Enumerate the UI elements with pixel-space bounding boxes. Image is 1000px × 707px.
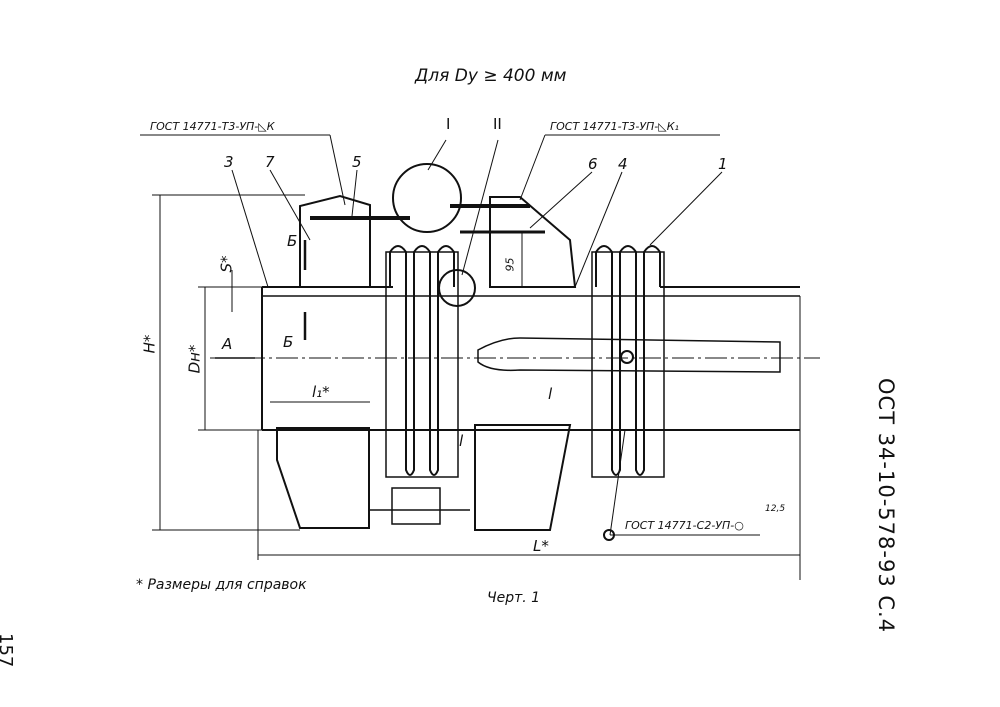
leader-6 (529, 171, 593, 229)
detail-II-circle (438, 269, 476, 307)
leader-II (461, 139, 499, 276)
reference-footnote: * Размеры для справок (136, 577, 307, 593)
dim-Dn-label: Dн* (185, 344, 204, 374)
standard-code: ОСТ 34-10-578-93 С.4 (874, 378, 898, 634)
dim-S-label: S* (217, 255, 236, 273)
stiffener-right (489, 196, 577, 288)
callout-5: 5 (352, 153, 362, 171)
callout-6: 6 (588, 155, 598, 173)
leader-4 (574, 171, 623, 288)
weld-spec-bottom: ГОСТ 14771-С2-УП-○ (625, 519, 744, 532)
callout-4: 4 (618, 155, 628, 173)
support-left (276, 427, 370, 529)
tie-rod (477, 337, 781, 373)
dim-l-label-left: l (459, 432, 464, 450)
view-II-label: II (493, 115, 502, 133)
support-right (474, 424, 572, 531)
leader-3 (231, 169, 269, 288)
bellows-right (595, 245, 661, 476)
callout-3: 3 (224, 153, 234, 171)
weld-spec-left: ГОСТ 14771-Т3-УП-◺К (150, 120, 275, 133)
bellows-left-body (385, 251, 459, 478)
stiffener-left (299, 194, 371, 288)
page-number: 157 (0, 633, 16, 668)
coupling (391, 487, 441, 525)
leader-5 (351, 169, 358, 217)
view-A-label: A (222, 335, 233, 353)
leader-I (427, 139, 447, 171)
section-B-label-top: Б (287, 232, 298, 250)
leader-weld-bottom-tail (609, 429, 626, 536)
detail-I-circle (392, 163, 462, 233)
leader-1 (649, 171, 723, 246)
dim-L-label: L* (533, 537, 549, 555)
leader-weld-left-tail (329, 134, 346, 206)
view-I-label: I (446, 115, 451, 133)
callout-1: 1 (718, 155, 728, 173)
section-B-label-bottom: Б (283, 333, 294, 351)
leader-7 (269, 169, 311, 241)
drawing-title: Для Dy ≥ 400 мм (415, 66, 567, 86)
weld-spec-right: ГОСТ 14771-Т3-УП-◺К₁ (550, 120, 679, 133)
weld-point-marker (603, 529, 615, 541)
tie-rod-pin (620, 350, 634, 364)
drawing-caption: Черт. 1 (487, 590, 541, 606)
dim-95-label: 95 (503, 257, 517, 272)
dim-l-label-right: l (548, 385, 553, 403)
dim-l1-label: l₁* (312, 383, 330, 401)
roughness-value: 12,5 (765, 504, 786, 514)
callout-7: 7 (265, 153, 275, 171)
leader-weld-right-tail (519, 134, 546, 201)
bellows-right-body (591, 251, 665, 478)
bellows-left (389, 245, 455, 476)
dim-H-label: H* (140, 334, 159, 354)
